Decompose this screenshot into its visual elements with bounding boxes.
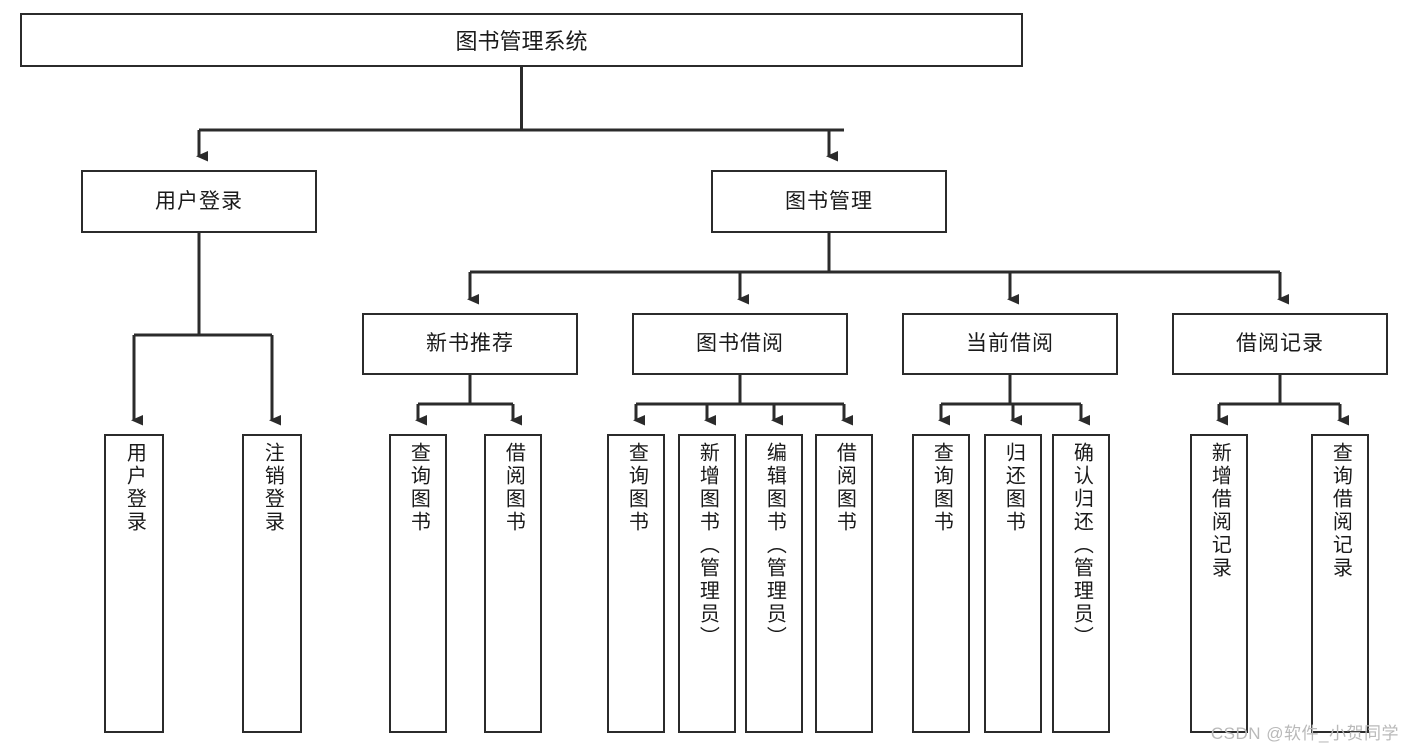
node-leaf-query-book-borrow[interactable]: 查询图书 xyxy=(607,434,665,733)
node-label: 新增图书（管理员） xyxy=(696,442,719,649)
node-label: 注销登录 xyxy=(261,442,284,534)
node-label: 查询图书 xyxy=(930,442,953,534)
node-label: 查询借阅记录 xyxy=(1329,442,1352,580)
node-new-book-recommend[interactable]: 新书推荐 xyxy=(362,313,578,375)
node-leaf-borrow-book-rec[interactable]: 借阅图书 xyxy=(484,434,542,733)
node-leaf-query-book-rec[interactable]: 查询图书 xyxy=(389,434,447,733)
node-label: 编辑图书（管理员） xyxy=(763,442,786,649)
node-book-borrow[interactable]: 图书借阅 xyxy=(632,313,848,375)
node-leaf-user-logout[interactable]: 注销登录 xyxy=(242,434,302,733)
node-borrow-record[interactable]: 借阅记录 xyxy=(1172,313,1388,375)
node-label: 当前借阅 xyxy=(966,332,1054,356)
node-label: 归还图书 xyxy=(1002,442,1025,534)
node-leaf-query-book-cur[interactable]: 查询图书 xyxy=(912,434,970,733)
node-label: 图书管理 xyxy=(785,189,873,213)
node-root-system[interactable]: 图书管理系统 xyxy=(20,13,1023,67)
csdn-watermark: CSDN @软件_小贺同学 xyxy=(1210,724,1399,743)
node-label: 借阅图书 xyxy=(502,442,525,534)
node-label: 查询图书 xyxy=(625,442,648,534)
node-label: 用户登录 xyxy=(155,189,243,213)
node-current-borrow[interactable]: 当前借阅 xyxy=(902,313,1118,375)
node-book-manage[interactable]: 图书管理 xyxy=(711,170,947,233)
node-leaf-borrow-book[interactable]: 借阅图书 xyxy=(815,434,873,733)
node-label: 用户登录 xyxy=(123,442,146,534)
node-label: 图书管理系统 xyxy=(455,29,588,54)
node-leaf-add-book-admin[interactable]: 新增图书（管理员） xyxy=(678,434,736,733)
node-label: 图书借阅 xyxy=(696,332,784,356)
node-leaf-add-borrow-record[interactable]: 新增借阅记录 xyxy=(1190,434,1248,733)
node-leaf-return-book[interactable]: 归还图书 xyxy=(984,434,1042,733)
node-label: 借阅记录 xyxy=(1236,332,1324,356)
node-label: 新书推荐 xyxy=(426,332,514,356)
node-label: 查询图书 xyxy=(407,442,430,534)
node-leaf-confirm-return-admin[interactable]: 确认归还（管理员） xyxy=(1052,434,1110,733)
node-label: 确认归还（管理员） xyxy=(1070,442,1093,649)
node-user-login[interactable]: 用户登录 xyxy=(81,170,317,233)
node-label: 借阅图书 xyxy=(833,442,856,534)
node-label: 新增借阅记录 xyxy=(1208,442,1231,580)
node-leaf-user-login[interactable]: 用户登录 xyxy=(104,434,164,733)
node-leaf-query-borrow-record[interactable]: 查询借阅记录 xyxy=(1311,434,1369,733)
node-leaf-edit-book-admin[interactable]: 编辑图书（管理员） xyxy=(745,434,803,733)
